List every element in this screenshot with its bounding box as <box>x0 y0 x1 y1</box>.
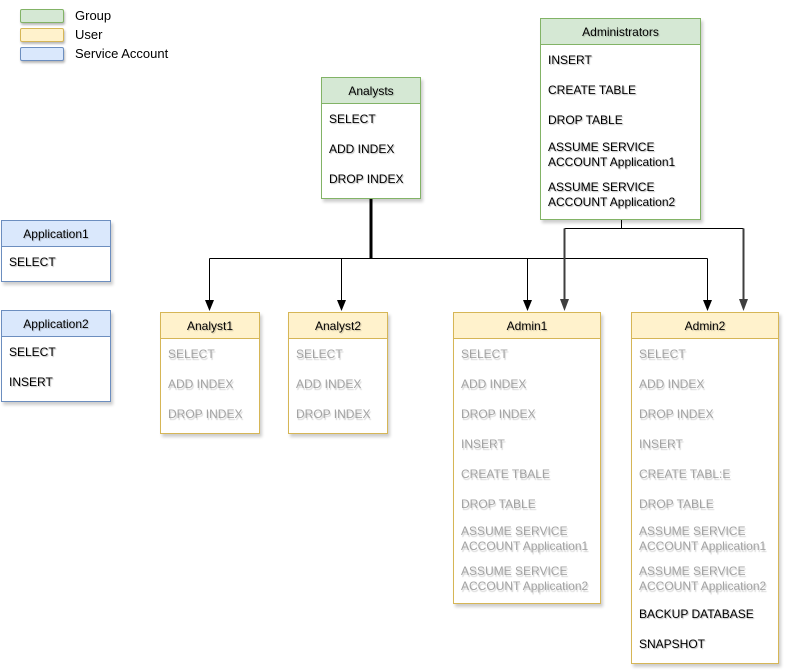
node-title-analyst2: Analyst2 <box>289 313 387 339</box>
permission-list-analyst2: SELECT ADD INDEX DROP INDEX <box>289 339 387 433</box>
legend-label-group: Group <box>75 8 112 23</box>
legend-label-user: User <box>75 27 103 42</box>
permission-item: SELECT <box>296 346 343 361</box>
service-account-swatch <box>20 46 64 61</box>
user-swatch <box>20 27 64 42</box>
permission-item: ASSUME SERVICE ACCOUNT Application1 <box>461 524 589 553</box>
permission-list-analysts: SELECT ADD INDEX DROP INDEX <box>322 104 420 198</box>
permission-item: SELECT <box>461 346 508 361</box>
legend-row-group: Group <box>20 6 168 25</box>
permission-item: ADD INDEX <box>329 141 395 156</box>
arrowhead-analyst1 <box>205 300 214 311</box>
permission-item: SNAPSHOT <box>639 636 706 651</box>
legend-row-service-account: Service Account <box>20 44 168 63</box>
arrowhead-admin2-left <box>703 300 712 311</box>
permission-item: ASSUME SERVICE ACCOUNT Application1 <box>639 524 767 553</box>
arrowhead-admin2-right <box>739 299 748 311</box>
permission-item: INSERT <box>639 436 683 451</box>
permission-list-administrators: INSERT CREATE TABLE DROP TABLE ASSUME SERVI… <box>541 45 700 219</box>
permission-item: BACKUP DATABASE <box>639 606 754 621</box>
permission-item: DROP INDEX <box>296 406 371 421</box>
legend-label-service-account: Service Account <box>75 46 169 61</box>
permission-item: SELECT <box>329 111 376 126</box>
arrowhead-admin1-left <box>523 300 532 311</box>
permission-item: DROP TABLE <box>639 496 714 511</box>
permission-item: DROP INDEX <box>639 406 714 421</box>
group-swatch <box>20 8 64 23</box>
node-title-admin2: Admin2 <box>632 313 778 339</box>
permission-item: CREATE TBALE <box>461 466 550 481</box>
node-title-administrators: Administrators <box>541 19 700 45</box>
permission-item: INSERT <box>548 52 592 67</box>
permission-item: DROP INDEX <box>168 406 243 421</box>
permission-item: SELECT <box>639 346 686 361</box>
permission-item: ASSUME SERVICE ACCOUNT Application2 <box>461 564 589 593</box>
permission-item: ADD INDEX <box>461 376 527 391</box>
node-title-application1: Application1 <box>2 221 110 247</box>
permission-item: ASSUME SERVICE ACCOUNT Application1 <box>548 140 676 169</box>
permission-item: DROP INDEX <box>461 406 536 421</box>
permission-item: ADD INDEX <box>639 376 705 391</box>
permission-item: CREATE TABLE <box>548 82 637 97</box>
permission-item: INSERT <box>461 436 505 451</box>
permission-list-admin1: SELECT ADD INDEX DROP INDEX INSERT CREATE TB… <box>454 339 600 603</box>
permission-item: ADD INDEX <box>168 376 234 391</box>
permission-list-application2: SELECT INSERT <box>2 337 110 401</box>
arrowhead-analyst2 <box>337 300 346 311</box>
permission-item: DROP TABLE <box>548 112 623 127</box>
permission-item: SELECT <box>9 254 56 269</box>
permission-list-analyst1: SELECT ADD INDEX DROP INDEX <box>161 339 259 433</box>
permission-item: ADD INDEX <box>296 376 362 391</box>
permission-item: ASSUME SERVICE ACCOUNT Application2 <box>639 564 767 593</box>
arrowhead-admin1-right <box>560 299 569 311</box>
permission-item: DROP INDEX <box>329 171 404 186</box>
node-title-analyst1: Analyst1 <box>161 313 259 339</box>
permission-list-application1: SELECT <box>2 247 110 281</box>
node-title-application2: Application2 <box>2 311 110 337</box>
permission-item: ASSUME SERVICE ACCOUNT Application2 <box>548 180 676 209</box>
permission-item: SELECT <box>9 344 56 359</box>
permission-item: DROP TABLE <box>461 496 536 511</box>
permission-item: SELECT <box>168 346 215 361</box>
node-title-admin1: Admin1 <box>454 313 600 339</box>
permission-item: INSERT <box>9 374 53 389</box>
legend-row-user: User <box>20 25 168 44</box>
legend: Group User Service Account <box>20 6 168 63</box>
permission-list-admin2: SELECT ADD INDEX DROP INDEX INSERT CREATE TA… <box>632 339 778 663</box>
permission-item: CREATE TABL:E <box>639 466 731 481</box>
node-title-analysts: Analysts <box>322 78 420 104</box>
